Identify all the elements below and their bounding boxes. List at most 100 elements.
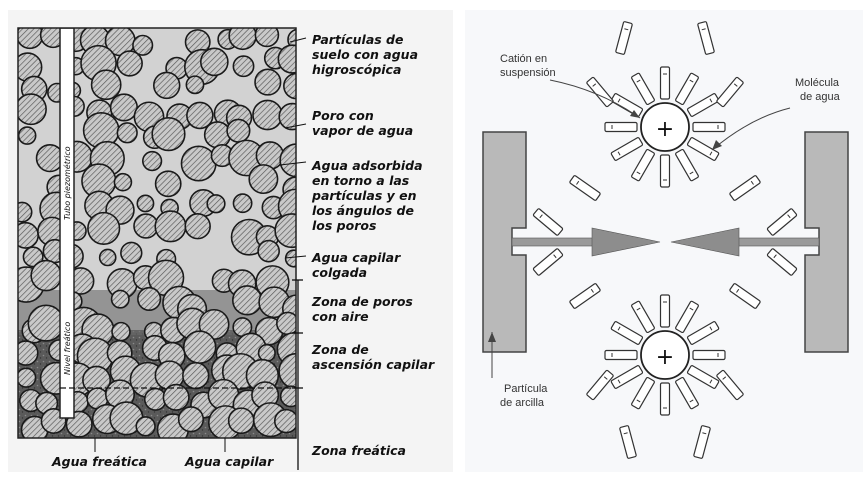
soil-particle [98, 248, 117, 267]
molecule-body [569, 283, 601, 309]
water-molecule [659, 66, 671, 100]
molecule-pole [722, 376, 727, 380]
soil-particle [252, 99, 283, 131]
water-molecule [659, 382, 671, 416]
molecule-pole [750, 180, 754, 185]
soil-particle [135, 416, 156, 437]
soil-particle [90, 69, 122, 101]
molecule-body [766, 208, 798, 236]
molecule-body [569, 175, 601, 201]
soil-particles [18, 28, 296, 438]
water-molecule [766, 248, 798, 276]
label-suspended-capillary: Agua capilar colgada [311, 250, 405, 280]
water-molecule [532, 248, 564, 276]
soil-column-border [17, 27, 297, 439]
label-vapor-pore: Poro con vapor de agua [312, 108, 413, 138]
molecule-body [686, 365, 720, 389]
water-molecule [692, 121, 726, 133]
soil-particle [231, 285, 263, 316]
soil-particle [248, 164, 279, 195]
water-molecule [610, 93, 644, 117]
molecule-body [659, 154, 671, 188]
water-molecule [610, 137, 644, 161]
molecule-pole [689, 399, 694, 403]
cation-top [640, 102, 690, 152]
label-clay-particle: Partícula de arcilla [500, 383, 550, 409]
molecule-pole [736, 288, 740, 293]
soil-particle [186, 101, 214, 130]
soil-particle [283, 72, 296, 100]
leader-line [284, 123, 307, 129]
molecule-body [604, 121, 638, 133]
water-molecule [631, 300, 655, 334]
molecule-body [675, 72, 699, 106]
soil-particle [284, 249, 296, 268]
molecule-pole [590, 288, 594, 293]
soil-particle [199, 47, 229, 77]
arrow-head-right [670, 227, 740, 257]
molecule-pole [733, 83, 738, 87]
water-molecule [716, 369, 744, 401]
molecule-body [729, 283, 761, 309]
molecule-pole [709, 379, 713, 384]
molecule-pole [636, 171, 641, 175]
label-hygroscopic: Partículas de suelo con agua higroscópic… [312, 32, 422, 77]
clay-particle-left [482, 131, 527, 353]
water-molecule [693, 425, 711, 459]
molecule-pole [617, 326, 621, 331]
soil-particle [277, 44, 296, 74]
molecule-body [659, 66, 671, 100]
label-phreatic-water: Agua freática [51, 454, 147, 469]
molecule-body [586, 76, 614, 108]
soil-particle [254, 68, 282, 96]
soil-particle [154, 210, 187, 243]
water-molecule [586, 369, 614, 401]
molecule-pole [702, 432, 707, 435]
molecule-pole [617, 98, 621, 103]
attraction-arrows [511, 227, 820, 257]
molecule-body [716, 76, 744, 108]
molecule-pole [553, 254, 557, 259]
soil-particle [257, 239, 280, 263]
soil-particle [278, 102, 296, 131]
soil-particle [279, 143, 296, 178]
molecule-body [610, 321, 644, 345]
soil-particle [162, 383, 190, 411]
molecule-pole [617, 151, 621, 156]
soil-particle [120, 241, 143, 265]
soil-particle [109, 93, 138, 122]
soil-particle [154, 170, 182, 198]
particle-pointer-head [488, 332, 496, 342]
water-molecule [631, 376, 655, 410]
soil-particle [232, 193, 253, 214]
molecule-pole [636, 307, 641, 311]
water-molecule [729, 175, 761, 201]
soil-particle [226, 118, 251, 143]
soil-particle [254, 28, 280, 48]
water-molecule [619, 425, 637, 459]
soil-particle [116, 50, 143, 77]
label-water-molecule: Molécula de agua [795, 77, 842, 103]
water-molecule [631, 148, 655, 182]
label-capillary-rise: Zona de ascensión capilar [311, 342, 435, 372]
molecule-body [610, 365, 644, 389]
molecule-body [692, 349, 726, 361]
soil-particle [180, 145, 217, 182]
soil-particle [278, 352, 296, 390]
soil-particle [152, 71, 181, 100]
soil-particle [274, 213, 296, 249]
piezometer-tube [59, 28, 75, 419]
water-molecule [615, 21, 633, 55]
leader-line [279, 161, 307, 166]
water-molecule [604, 349, 638, 361]
label-air-pores: Zona de poros con aire [311, 294, 417, 324]
soil-particle [185, 75, 205, 95]
soil-profile-panel: Tubo piezométrico Nivel freático Partícu… [8, 10, 453, 472]
soil-particle [136, 194, 155, 213]
label-capillary-water: Agua capilar [184, 454, 274, 469]
molecule-body [686, 321, 720, 345]
soil-particle [22, 246, 44, 268]
label-adsorbed-water: Agua adsorbida en torno a las partículas… [311, 158, 427, 233]
molecule-body [686, 93, 720, 117]
soil-particle [116, 122, 138, 144]
